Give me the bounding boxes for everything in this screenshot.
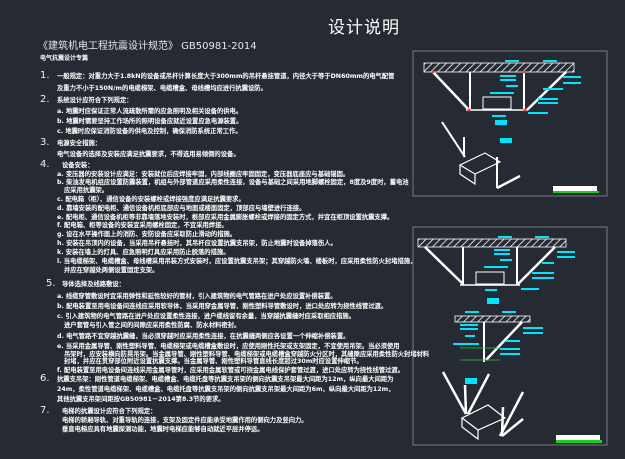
title-bar (553, 191, 599, 193)
note-line: c. 引入建筑物的电气管路在进户处应设置柔性连接，进户缆线留有余量，当穿越抗震缝… (57, 313, 355, 320)
section-number: 2. (40, 94, 50, 105)
note-line: e. 当采用金属导管、刚性塑料导管、电缆梯架或电缆槽盒敷设时，应使用刚性托架或支… (57, 343, 400, 350)
note-line: c. 配电箱（柜）、通信设备的安装螺栓或焊接强度应满足抗震要求。 (57, 196, 245, 203)
note-line: l. 当电缆梯架、电缆槽盒、母线槽采用吊装方式安装时，应设置抗震支吊架；其穿越防… (57, 258, 417, 265)
section-number: 4. (40, 159, 50, 170)
note-line: a. 线缆穿管敷设时宜采用弹性和延性较好的管材，引入建筑物的电气管路在进户处应设… (57, 293, 337, 300)
note-line: c. 地震时应保证消防设备的供电及控制，确保消防系统正常工作。 (57, 128, 242, 135)
note-line: g. 设在水平操作面上的消防、安防设备应采取防止滑动的措施。 (57, 231, 237, 238)
note-line: 电梯的轿厢导轨、对重导轨的连接，支架及固定件应能承受地震作用的侧向力及竖向力。 (62, 417, 308, 424)
drawing-top-bracket-detail (412, 50, 608, 197)
note-line: b. 地震时需要坚持工作场所的照明设备应就近设置应急电源装置。 (57, 118, 243, 125)
section-number: 7. (40, 405, 50, 416)
section-number: 5. (46, 278, 56, 289)
note-line: 封堵，并应在贯穿部位附近设置抗震支撑。当金属导管、刚性塑料导管直线长度超过30m… (64, 358, 363, 365)
note-line: 24m，柔性管道电缆梯架、电缆槽盒、电缆托盘等抗震支吊架的侧向抗震支吊架最大间距… (57, 386, 395, 393)
note-line: e. 配电柜、通信设备机柜等非靠墙落地安装时，根部应采用金属膨胀螺栓或焊接的固定… (57, 214, 394, 221)
section-number: 3. (40, 137, 50, 148)
ceiling-slab (423, 62, 575, 73)
drawing-bottom-bracket-detail (412, 226, 608, 446)
section-number: 6. (40, 373, 50, 384)
note-line: a. 变压器的安装设计应满足：安装就位后应焊接牢固，内部线圈应牢固固定，变压器底… (57, 171, 350, 178)
note-line: 并应在穿越处两侧设置固定支架。 (64, 267, 159, 274)
note-line: 及重力不小于150N/m的电缆梯架、电缆槽盒、母线槽均应进行抗震设防。 (57, 85, 267, 92)
section-number: 1. (40, 70, 50, 81)
note-line: a. 地震时应保证正常人流疏散所需的应急照明及相关设备的供电。 (57, 108, 243, 115)
annotation-labels (453, 236, 575, 384)
note-line: 抗震支吊架：刚性管道电缆梯架、电缆槽盒、电缆托盘等抗震支吊架的侧向抗震支吊架最大… (57, 376, 394, 383)
note-line: 吊架时，应安装横向防晃吊架。当金属导管、刚性塑料导管、电缆梯架或电缆槽盒穿越防火… (64, 351, 430, 358)
note-line: 垂直电梯应具有地震探测功能，地震时电梯应能够自动就近平层并停运。 (62, 426, 264, 433)
page-title: 设计说明 (328, 18, 400, 38)
note-line: 进户套管与引入管之间的间隙应采用柔性防腐、防水材料密封。 (64, 322, 241, 329)
note-line: k. 安装在墙上的灯具、应急照明灯具应采用防止脱落的措施。 (57, 249, 230, 256)
section-heading: 电气抗震设计专篇 (40, 55, 89, 62)
note-line: 系统设计应符合下列规定： (57, 97, 133, 104)
ceiling-slab (417, 238, 567, 248)
note-line: 导体选择及线路敷设： (62, 281, 125, 288)
title-bar (556, 440, 602, 443)
note-line: 应采用抗震架。 (64, 187, 109, 194)
note-line: d. 电气管路不宜穿越抗震缝，当必须穿越时应采用柔性连接，在抗震缝两侧应各设置一… (57, 333, 350, 340)
note-line: 电气设备的选择及安装应满足抗震要求，不得选用易倾倒的设备。 (57, 151, 240, 158)
note-line: h. 安装在吊顶内的设备，当采用吊杆悬挂时，其吊杆应设置抗震支吊架，防止地震时设… (57, 240, 337, 247)
note-line: 一般规定：对重力大于1.8kN的设备或吊杆计算长度大于300mm的吊杆悬挂管道，… (57, 73, 395, 80)
note-line: d. 靠墙安装的配电柜、通信设备机柜底部应与地面或楼面固定，顶部应与墙壁进行连接… (57, 205, 306, 212)
drawing-frame (412, 50, 608, 197)
note-line: f. 配电装置至用电设备间连线采用金属导管时，应采用金属软管或可挠金属电线保护套… (57, 367, 405, 374)
note-line: 电梯的抗震设计应符合下列规定： (62, 408, 157, 415)
annotation-labels (490, 60, 581, 143)
note-line: b. 配电装置至用电设备间连线应采用软导体，当采用穿金属导管、刚性塑料导管敷设时… (57, 303, 388, 310)
note-line: 设备安装： (62, 162, 94, 169)
note-line: b. 柴油发电机组应设置防震装置，机组与外部管道应采用柔性连接，设备与基础之间采… (57, 179, 409, 186)
note-line: f. 配电箱、柜等设备的安装宜采用螺栓固定，不宜采用焊接。 (57, 222, 228, 229)
note-line: 电源安全措施： (57, 140, 102, 147)
note-line: 其他抗震支吊架间距按GB50981－2014第8.3节的要求。 (57, 396, 225, 403)
drawing-frame (412, 226, 608, 446)
standard-reference: 《建筑机电工程抗震设计规范》 GB50981-2014 (38, 41, 257, 52)
